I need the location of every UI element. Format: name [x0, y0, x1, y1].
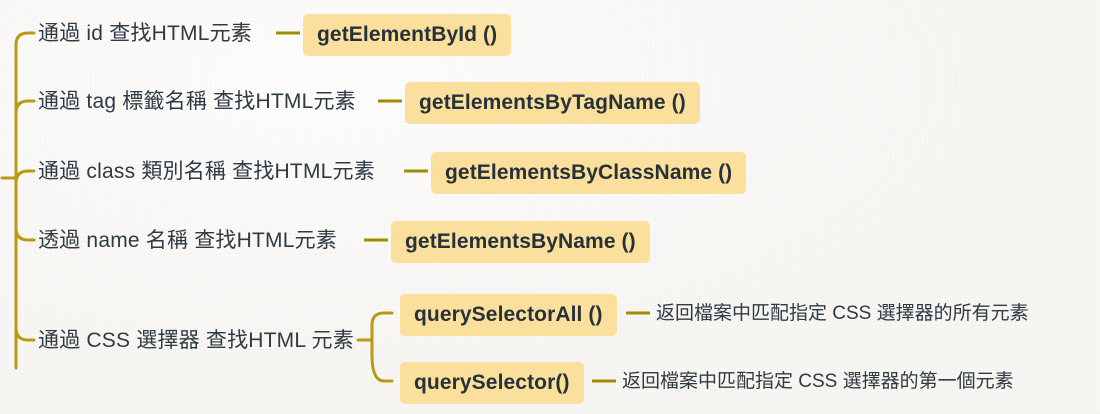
- branch-label-by-name[interactable]: 透過 name 名稱 查找HTML元素: [38, 229, 337, 252]
- description-query-selector: 返回檔案中匹配指定 CSS 選擇器的第一個元素: [622, 371, 1014, 392]
- css-child-arm-first: [370, 353, 394, 383]
- method-pill-get-elements-by-name[interactable]: getElementsByName (): [391, 221, 650, 263]
- method-pill-get-element-by-id[interactable]: getElementById (): [303, 14, 512, 56]
- description-query-selector-all: 返回檔案中匹配指定 CSS 選擇器的所有元素: [656, 303, 1029, 324]
- branch-label-by-class[interactable]: 通過 class 類別名稱 查找HTML元素: [38, 160, 375, 183]
- css-child-arm-all: [370, 311, 394, 327]
- branch-arm-by-class: [14, 169, 36, 185]
- branch-arm-by-name: [14, 226, 36, 242]
- method-pill-query-selector[interactable]: querySelector(): [400, 362, 584, 404]
- method-pill-get-elements-by-class-name[interactable]: getElementsByClassName (): [431, 152, 747, 194]
- method-pill-get-elements-by-tag-name[interactable]: getElementsByTagName (): [405, 82, 700, 124]
- branch-label-by-tag[interactable]: 通過 tag 標籤名稱 查找HTML元素: [38, 90, 356, 113]
- branch-arm-by-id: [14, 31, 36, 47]
- branch-arm-by-css: [14, 326, 36, 342]
- branch-arm-by-tag: [14, 99, 36, 115]
- method-pill-query-selector-all[interactable]: querySelectorAll (): [400, 294, 617, 336]
- branch-label-by-id[interactable]: 通過 id 查找HTML元素: [38, 22, 252, 45]
- branch-label-by-css-selector[interactable]: 通過 CSS 選擇器 查找HTML 元素: [38, 329, 354, 352]
